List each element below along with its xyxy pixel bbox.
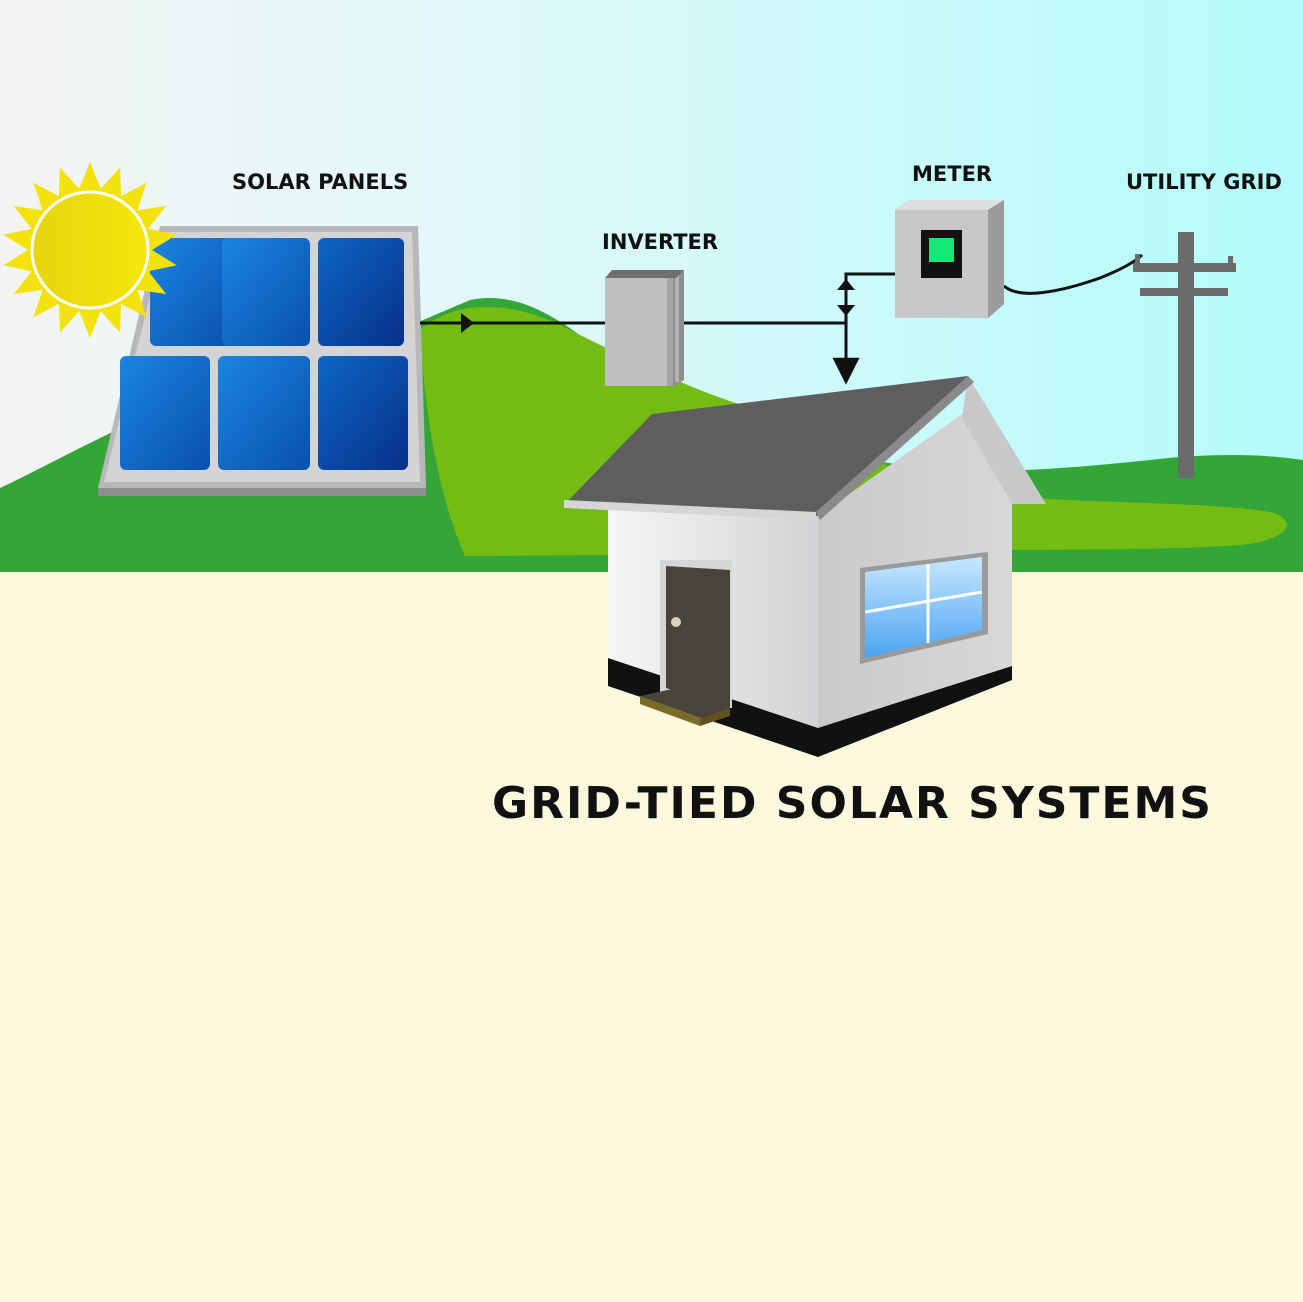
door-knob	[671, 617, 681, 627]
meter-screen	[929, 238, 954, 262]
house-gable-trim	[962, 376, 1046, 504]
meter-box	[895, 200, 1004, 318]
utility-pole-icon	[1133, 232, 1236, 478]
house-foundation-side	[818, 664, 1012, 757]
flow-arrow-right	[461, 313, 474, 333]
label-inverter: INVERTER	[602, 230, 718, 254]
flow-arrow-down	[837, 305, 855, 316]
label-utility-grid: UTILITY GRID	[1126, 170, 1282, 194]
house-roof	[564, 376, 968, 516]
flow-arrow-up	[837, 279, 855, 290]
wiring	[420, 253, 1144, 385]
diagram-title: GRID-TIED SOLAR SYSTEMS	[492, 778, 1213, 829]
house-roof-edge-right	[816, 376, 974, 520]
house-doorstep	[640, 686, 730, 718]
house-door	[666, 566, 730, 708]
label-meter: METER	[912, 162, 992, 186]
label-solar-panels: SOLAR PANELS	[232, 170, 408, 194]
sun-icon	[3, 162, 177, 338]
wire-meter-to-pole	[1003, 253, 1144, 295]
house-window	[865, 557, 982, 658]
house-roof-edge	[564, 500, 816, 520]
inverter-box	[605, 270, 684, 386]
house	[564, 376, 1046, 757]
